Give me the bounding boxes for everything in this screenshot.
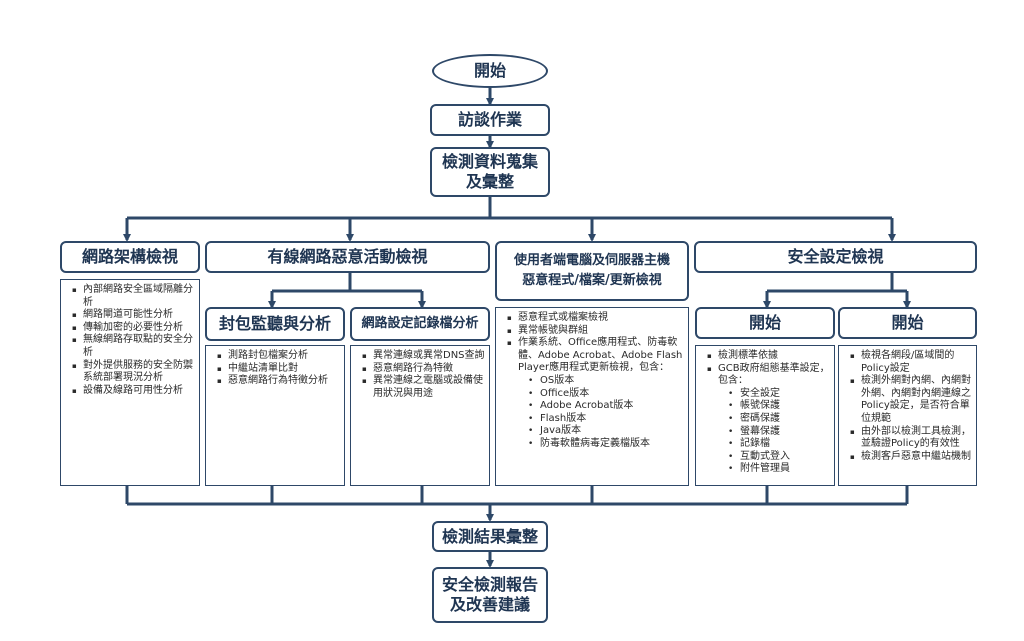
list-item: 檢測標準依據 [707,350,830,363]
list-item: 惡意網路行為特徵分析 [217,375,340,388]
sub-start-node-2: 開始 [838,307,977,339]
list-subitem: Java版本 [514,425,684,438]
interview-node: 訪談作業 [430,104,550,136]
list-item: 異常帳號與群組 [507,325,684,338]
sub-start-label-1: 開始 [748,313,781,332]
data-collection-node: 檢測資料蒐集 及彙整 [430,147,550,197]
network-architecture-node: 網路架構檢視 [60,241,200,273]
endpoint-review-list: 惡意程式或檔案檢視 異常帳號與群組 作業系統、Office應用程式、防毒軟體、A… [495,307,689,486]
endpoint-review-label-1: 使用者端電腦及伺服器主機 [513,253,670,268]
list-item: 作業系統、Office應用程式、防毒軟體、Adobe Acrobat、Adobe… [507,337,684,375]
sub-start-node-1: 開始 [695,307,835,339]
list-subitem: Adobe Acrobat版本 [514,400,684,413]
network-log-label: 網路設定記錄檔分析 [361,316,479,331]
list-subitem: 安全設定 [714,388,830,401]
data-collection-label-1: 檢測資料蒐集 [441,152,538,171]
list-subitem: 帳號保護 [714,400,830,413]
list-item: 傳輸加密的必要性分析 [72,322,195,335]
list-item: 異常連線之電腦或設備使用狀況與用途 [362,375,485,400]
endpoint-review-node: 使用者端電腦及伺服器主機 惡意程式/檔案/更新檢視 [495,241,689,301]
list-subitem: OS版本 [514,375,684,388]
network-architecture-list: 內部網路安全區域隔離分析 網路閘道可能性分析 傳輸加密的必要性分析 無線網路存取… [60,279,200,486]
list-item: 檢視各網段/區域間的Policy設定 [850,350,972,375]
wired-malicious-activity-node: 有線網路惡意活動檢視 [205,241,490,273]
list-subitem: 螢幕保護 [714,426,830,439]
start-node: 開始 [432,54,548,88]
policy-check-list: 檢視各網段/區域間的Policy設定 檢測外網對內網、內網對外網、內網對內網連線… [838,345,977,486]
packet-monitor-label: 封包監聽與分析 [218,314,331,333]
list-subitem: 記錄檔 [714,438,830,451]
start-label: 開始 [473,61,506,80]
list-item: 設備及線路可用性分析 [72,385,195,398]
list-subitem: Flash版本 [514,413,684,426]
network-log-node: 網路設定記錄檔分析 [350,307,490,341]
security-config-label: 安全設定檢視 [787,247,884,266]
sub-start-label-2: 開始 [891,313,924,332]
interview-label: 訪談作業 [457,110,522,129]
list-item: 內部網路安全區域隔離分析 [72,284,195,309]
result-summary-label: 檢測結果彙整 [441,526,538,546]
list-subitem: Office版本 [514,388,684,401]
list-item: 檢測客戶惡意中繼站機制 [850,451,972,464]
endpoint-review-label-2: 惡意程式/檔案/更新檢視 [522,273,662,288]
data-collection-label-2: 及彙整 [465,172,514,191]
list-subitem: 附件管理員 [714,463,830,476]
network-architecture-label: 網路架構檢視 [81,247,178,266]
packet-monitor-node: 封包監聽與分析 [205,307,345,341]
list-item: 異常連線或異常DNS查詢 [362,350,485,363]
list-subitem: 互動式登入 [714,451,830,464]
list-subitem: 密碼保護 [714,413,830,426]
list-item: 檢測外網對內網、內網對外網、內網對內網連線之Policy設定，是否符合單位規範 [850,375,972,425]
security-config-node: 安全設定檢視 [694,241,977,273]
packet-monitor-list: 測路封包檔案分析 中繼站清單比對 惡意網路行為特徵分析 [205,345,345,486]
network-log-list: 異常連線或異常DNS查詢 惡意網路行為特徵 異常連線之電腦或設備使用狀況與用途 [350,345,490,486]
report-label-1: 安全檢測報告 [441,575,538,594]
report-label-2: 及改善建議 [449,595,530,614]
list-item: GCB政府組態基準設定，包含： [707,363,830,388]
result-summary-node: 檢測結果彙整 [432,521,548,552]
report-node: 安全檢測報告 及改善建議 [432,567,548,623]
list-item: 中繼站清單比對 [217,363,340,376]
wired-malicious-activity-label: 有線網路惡意活動檢視 [267,247,428,266]
list-item: 無線網路存取點的安全分析 [72,334,195,359]
list-item: 測路封包檔案分析 [217,350,340,363]
config-standard-list: 檢測標準依據 GCB政府組態基準設定，包含： 安全設定 帳號保護 密碼保護 螢幕… [695,345,835,486]
list-item: 惡意程式或檔案檢視 [507,312,684,325]
list-item: 惡意網路行為特徵 [362,363,485,376]
list-subitem: 防毒軟體病毒定義檔版本 [514,438,684,451]
list-item: 由外部以檢測工具檢測，並驗證Policy的有效性 [850,426,972,451]
list-item: 網路閘道可能性分析 [72,309,195,322]
list-item: 對外提供服務的安全防禦系統部署現況分析 [72,360,195,385]
